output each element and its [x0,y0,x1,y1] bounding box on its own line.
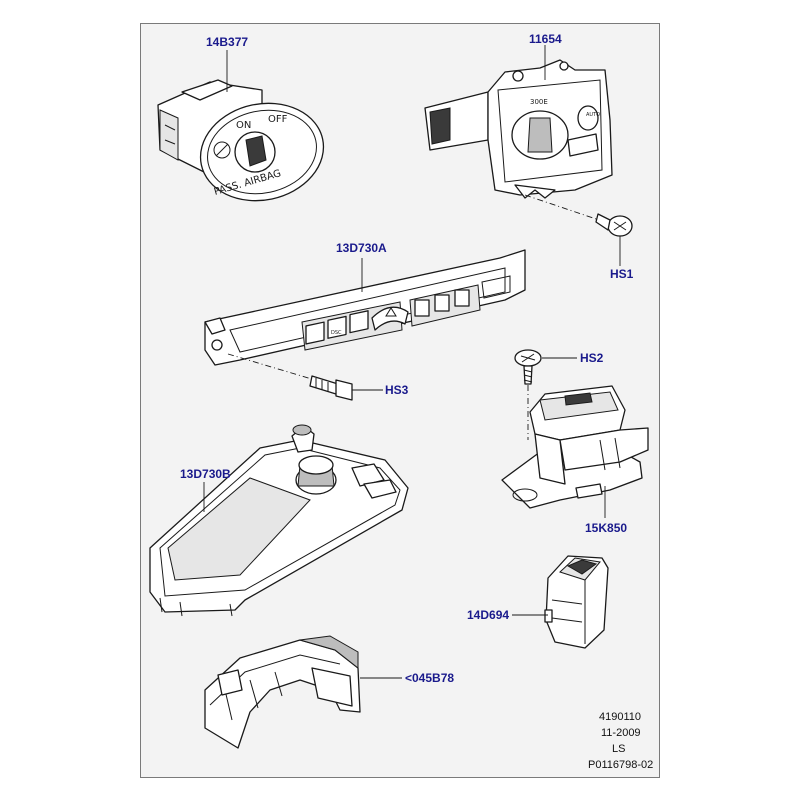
part-14B377-airbag-switch: ON OFF PASS. AIRBAG [157,79,325,202]
callout-13D730A: 13D730A [336,241,387,255]
callout-11654: 11654 [529,32,562,46]
callout-14D694: 14D694 [467,608,510,622]
footer-diagram-number: 4190110 [599,711,642,723]
footer-date: 11-2009 [601,727,641,739]
callout-HS3: HS3 [385,383,409,397]
dsc-label: DSC [331,330,342,336]
callout-14B377: 14B377 [206,35,249,49]
screw-HS3 [227,353,353,401]
part-15K850-switch [501,385,649,509]
footer-reference: P0116798-02 [588,759,654,771]
callout-HS2: HS2 [580,351,604,365]
callout-13D730B: 13D730B [180,467,231,481]
airbag-on-label: ON [236,120,251,131]
screw-HS1 [524,194,633,237]
callout-045B78: <045B78 [405,671,455,685]
screw-HS2 [514,349,542,440]
callout-15K850: 15K850 [585,521,628,535]
part-045B78-bracket [204,635,361,749]
auto-label: AUTO [586,112,600,118]
callout-HS1: HS1 [610,267,634,281]
part-11654-lighting-switch: 300E AUTO [424,59,613,199]
part-13D730A-switch-panel: DSC [204,249,526,366]
airbag-off-label: OFF [268,114,288,125]
footer-model: LS [612,743,626,755]
part-14D694-switch [544,555,609,649]
part-13D730B-console-switchpack [149,424,409,617]
svg-text:300E: 300E [530,98,548,106]
